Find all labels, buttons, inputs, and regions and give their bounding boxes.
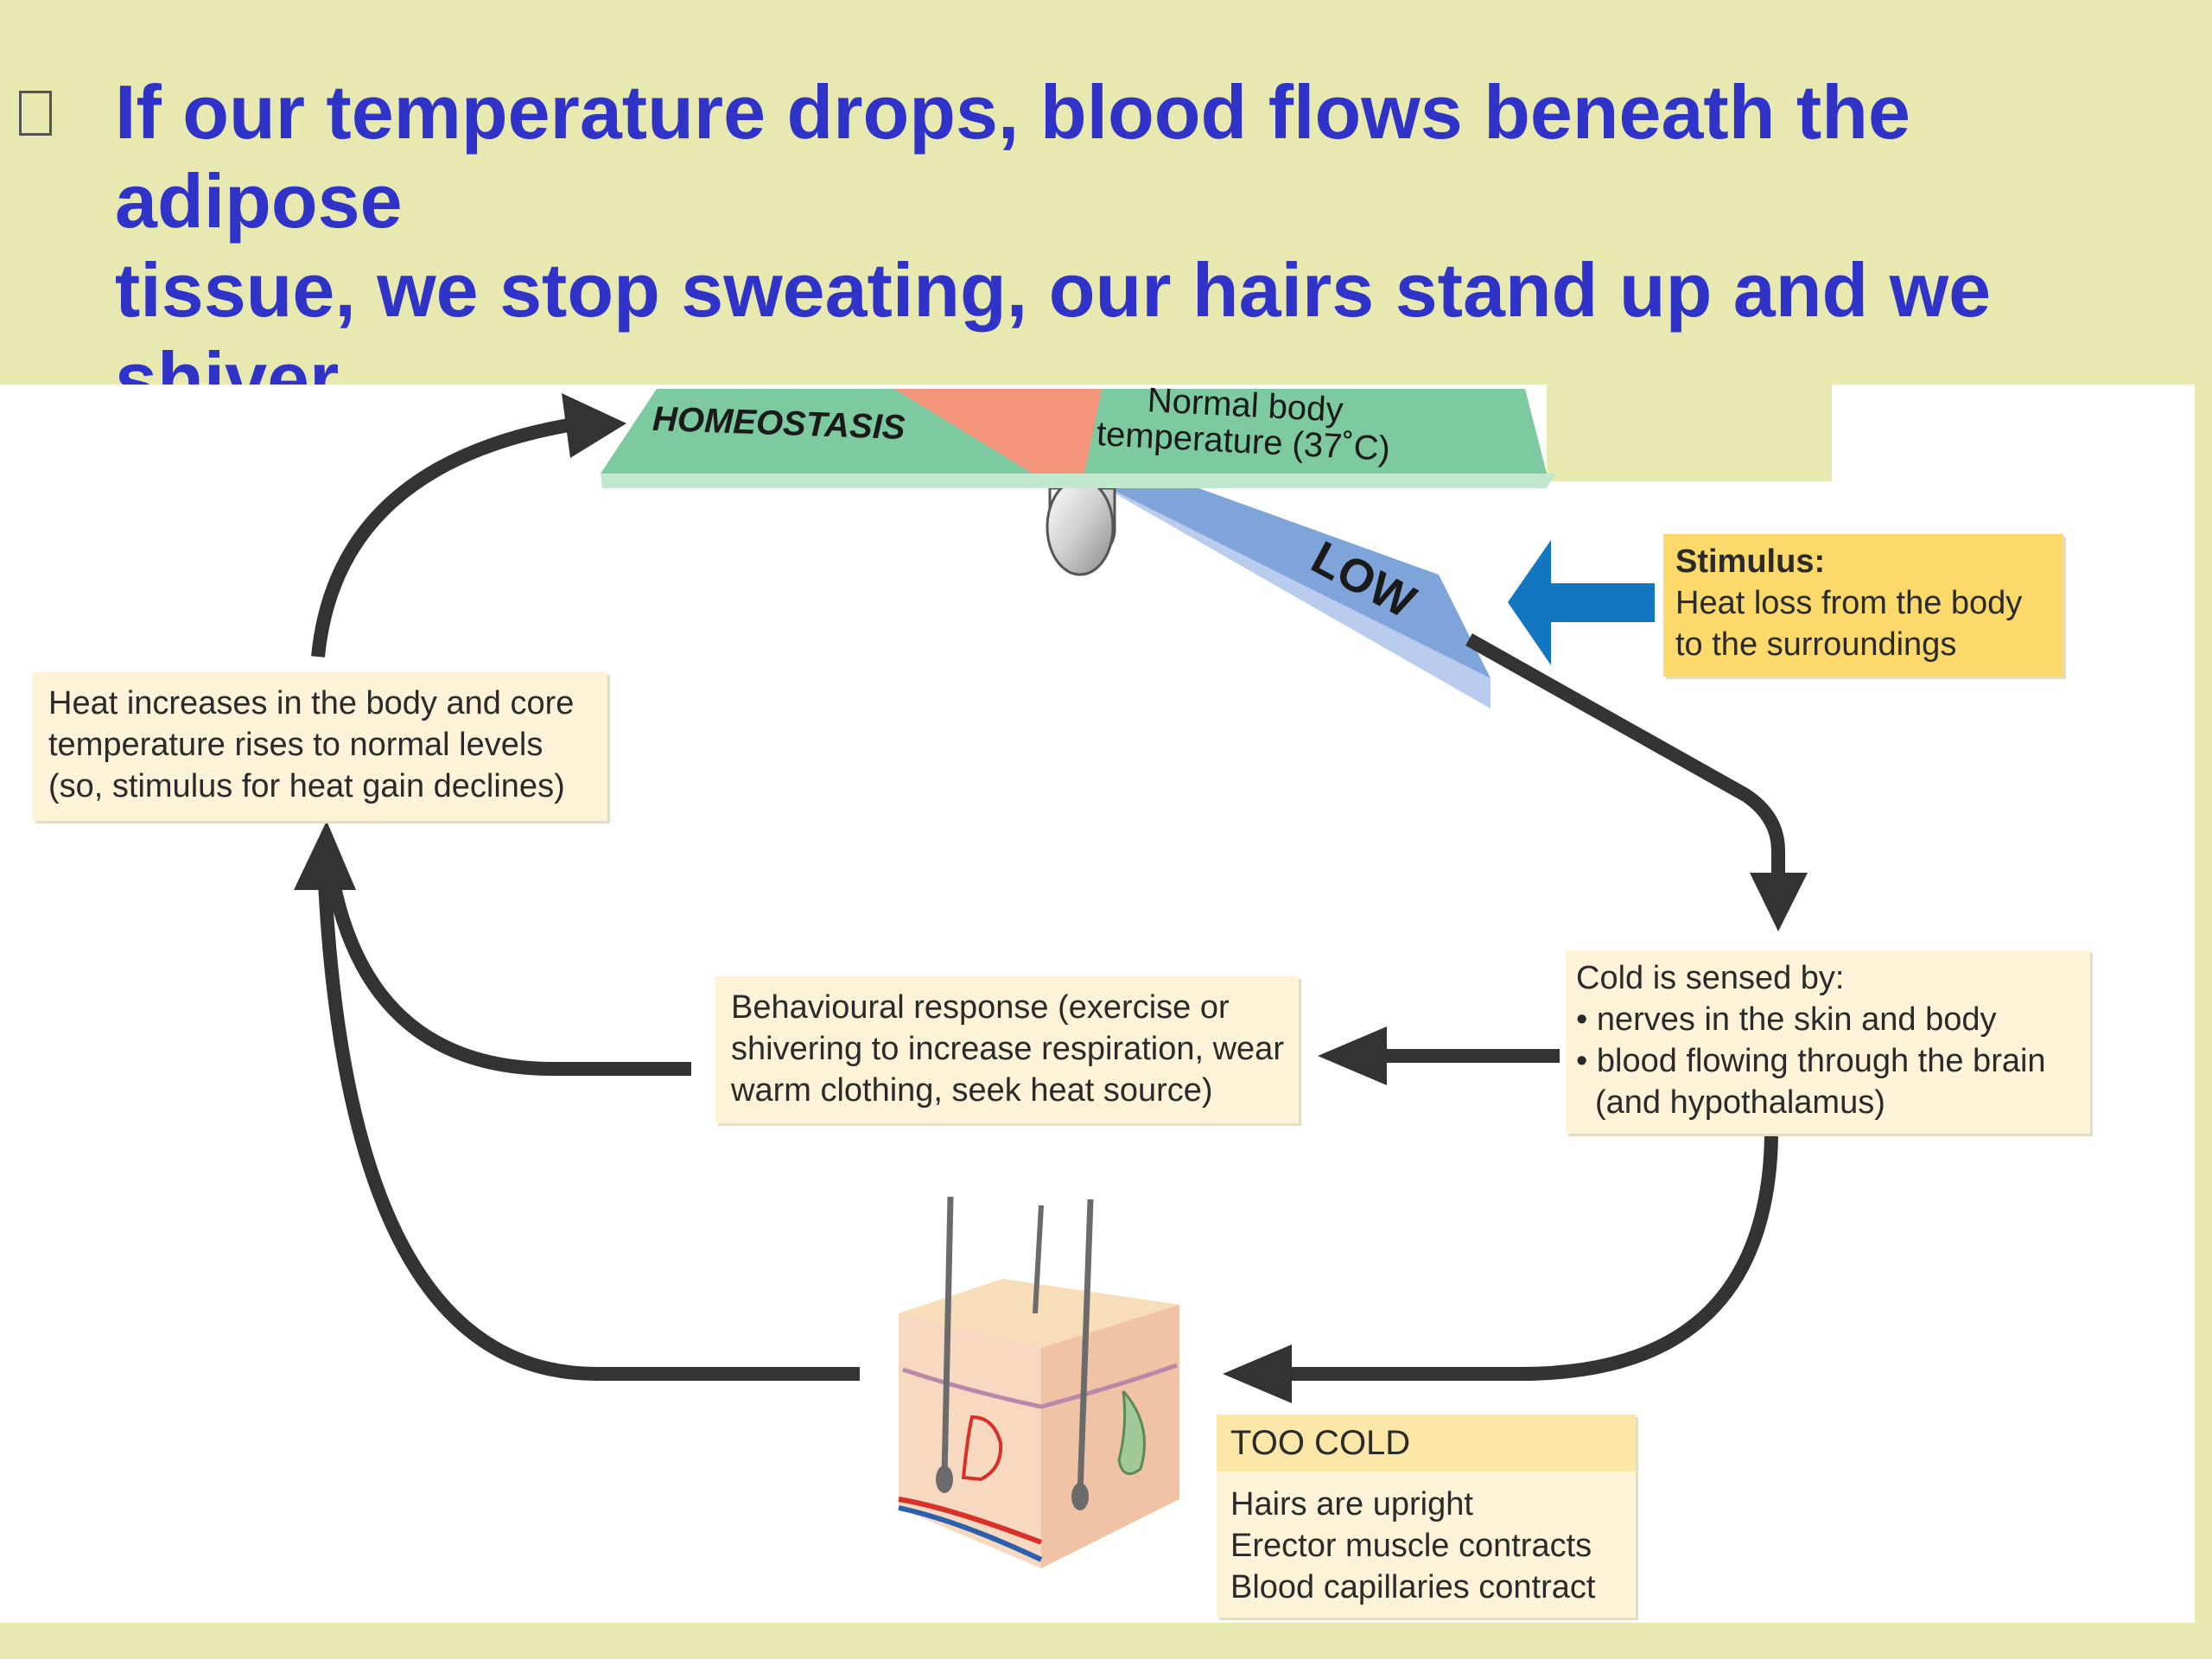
arrowhead-sensor bbox=[1750, 873, 1808, 931]
stimulus-line-2: to the surroundings bbox=[1675, 626, 1957, 663]
result-line-1: Heat increases in the body and core bbox=[48, 685, 575, 721]
too-cold-line-2: Erector muscle contracts bbox=[1230, 1528, 1592, 1564]
arrow-sensor-to-effector bbox=[1279, 1135, 1778, 1381]
arrowhead-effector bbox=[1223, 1344, 1292, 1403]
sensor-line-1: Cold is sensed by: bbox=[1576, 960, 1845, 996]
title-banner bbox=[0, 0, 2212, 385]
arrowhead-result bbox=[294, 821, 356, 890]
too-cold-line-1: Hairs are upright bbox=[1230, 1486, 1473, 1522]
bullet-icon bbox=[19, 91, 52, 136]
arrow-result-to-homeostasis bbox=[311, 416, 581, 658]
stimulus-line-1: Heat loss from the body bbox=[1675, 585, 2023, 621]
sensor-line-4: (and hypothalamus) bbox=[1595, 1084, 1885, 1121]
page-title: If our temperature drops, blood flows be… bbox=[115, 67, 2197, 423]
title-line-1: If our temperature drops, blood flows be… bbox=[115, 69, 1910, 244]
too-cold-title: TOO COLD bbox=[1217, 1414, 1636, 1471]
title-line-2: tissue, we stop sweating, our hairs stan… bbox=[115, 247, 1992, 422]
banner-tab bbox=[1547, 385, 1832, 481]
behaviour-line-2: shivering to increase respiration, wear bbox=[731, 1031, 1284, 1067]
sensor-line-3: • blood flowing through the brain bbox=[1576, 1043, 2046, 1079]
sensor-box: Cold is sensed by: • nerves in the skin … bbox=[1566, 950, 2090, 1134]
seesaw-pivot-icon bbox=[1046, 478, 1116, 576]
seesaw-low-arm bbox=[1080, 474, 1491, 709]
result-line-3: (so, stimulus for heat gain declines) bbox=[48, 768, 565, 804]
too-cold-box: TOO COLD Hairs are upright Erector muscl… bbox=[1217, 1414, 1636, 1618]
behaviour-line-1: Behavioural response (exercise or bbox=[731, 989, 1230, 1026]
arrowhead-behaviour bbox=[1318, 1027, 1387, 1085]
behaviour-box: Behavioural response (exercise or shiver… bbox=[715, 976, 1299, 1123]
loop-arrows bbox=[311, 416, 1785, 1381]
arrow-behaviour-to-result bbox=[323, 862, 691, 1076]
skin-cross-section-icon bbox=[898, 1196, 1179, 1568]
seesaw-homeostasis-beam bbox=[601, 389, 1555, 488]
too-cold-line-3: Blood capillaries contract bbox=[1230, 1569, 1596, 1605]
normal-temp-label: Normal body temperature (37˚C) bbox=[1096, 379, 1393, 468]
sensor-line-2: • nerves in the skin and body bbox=[1576, 1001, 1997, 1038]
stimulus-arrow bbox=[1508, 540, 1655, 665]
behaviour-line-3: warm clothing, seek heat source) bbox=[731, 1072, 1213, 1109]
arrow-stimulus-to-sensor bbox=[1465, 633, 1785, 881]
arrowheads bbox=[294, 393, 1808, 1403]
result-box: Heat increases in the body and core temp… bbox=[33, 672, 607, 821]
result-line-2: temperature rises to normal levels bbox=[48, 727, 543, 763]
arrow-effector-to-result bbox=[317, 863, 860, 1381]
stimulus-title: Stimulus: bbox=[1675, 543, 1826, 580]
stimulus-box: Stimulus: Heat loss from the body to the… bbox=[1663, 534, 2063, 677]
arrowhead-homeostasis bbox=[562, 393, 626, 458]
